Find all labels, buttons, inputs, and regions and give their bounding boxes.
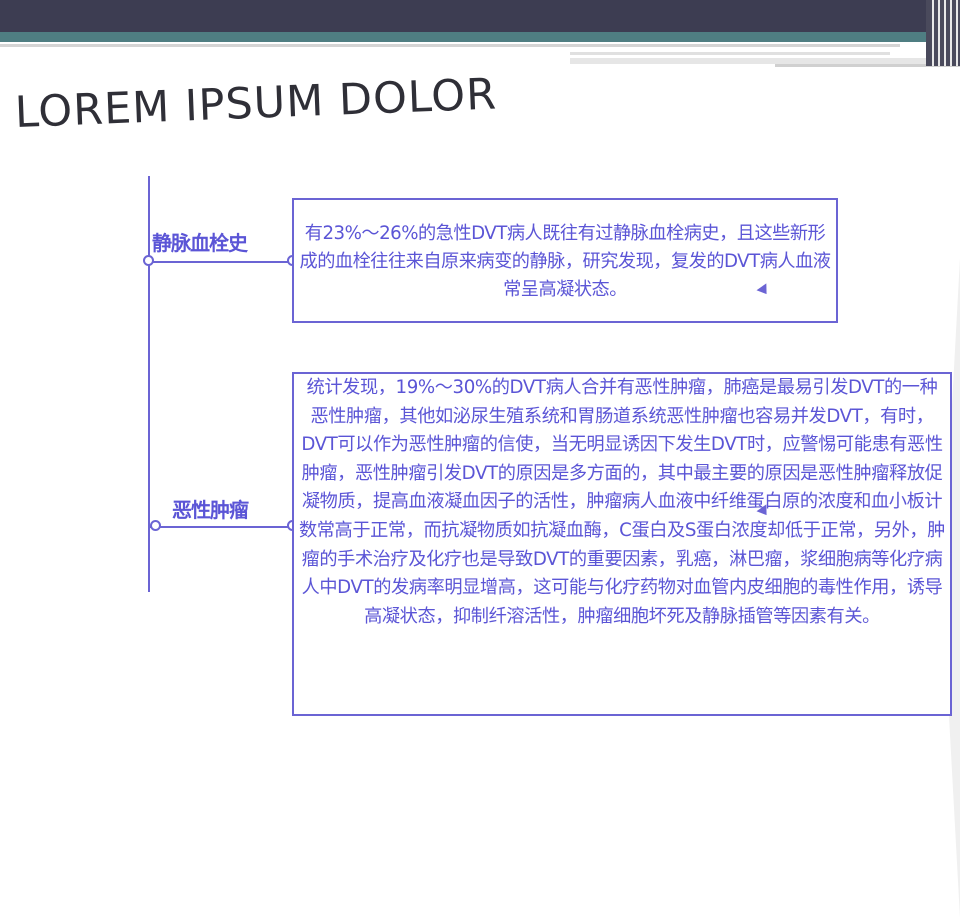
item-label-venous-thrombosis: 静脉血栓史 [152,231,248,255]
header-rule [775,64,960,67]
text-box-content: 有23%～26%的急性DVT病人既往有过静脉血栓病史，且这些新形成的血栓往往来自… [299,223,832,300]
timeline-connector [149,526,295,528]
header-stripes [926,0,960,66]
header-rule [0,44,900,47]
text-box-content: 统计发现，19%～30%的DVT病人合并有恶性肿瘤，肺癌是最易引发DVT的一种恶… [298,377,945,627]
header-accent-bar [0,32,960,42]
timeline-node [150,520,161,531]
timeline-connector [149,261,295,263]
item-label-malignant-tumor: 恶性肿瘤 [172,498,249,522]
text-box-venous-thrombosis: 有23%～26%的急性DVT病人既往有过静脉血栓病史，且这些新形成的血栓往往来自… [292,198,838,323]
timeline-line [148,176,150,592]
timeline-node [143,255,154,266]
text-box-malignant-tumor: 统计发现，19%～30%的DVT病人合并有恶性肿瘤，肺癌是最易引发DVT的一种恶… [292,372,952,716]
header-rule [570,52,890,55]
slide-title: LOREM IPSUM DOLOR [14,69,498,138]
header-rule [570,58,960,64]
header-bar [0,0,960,32]
